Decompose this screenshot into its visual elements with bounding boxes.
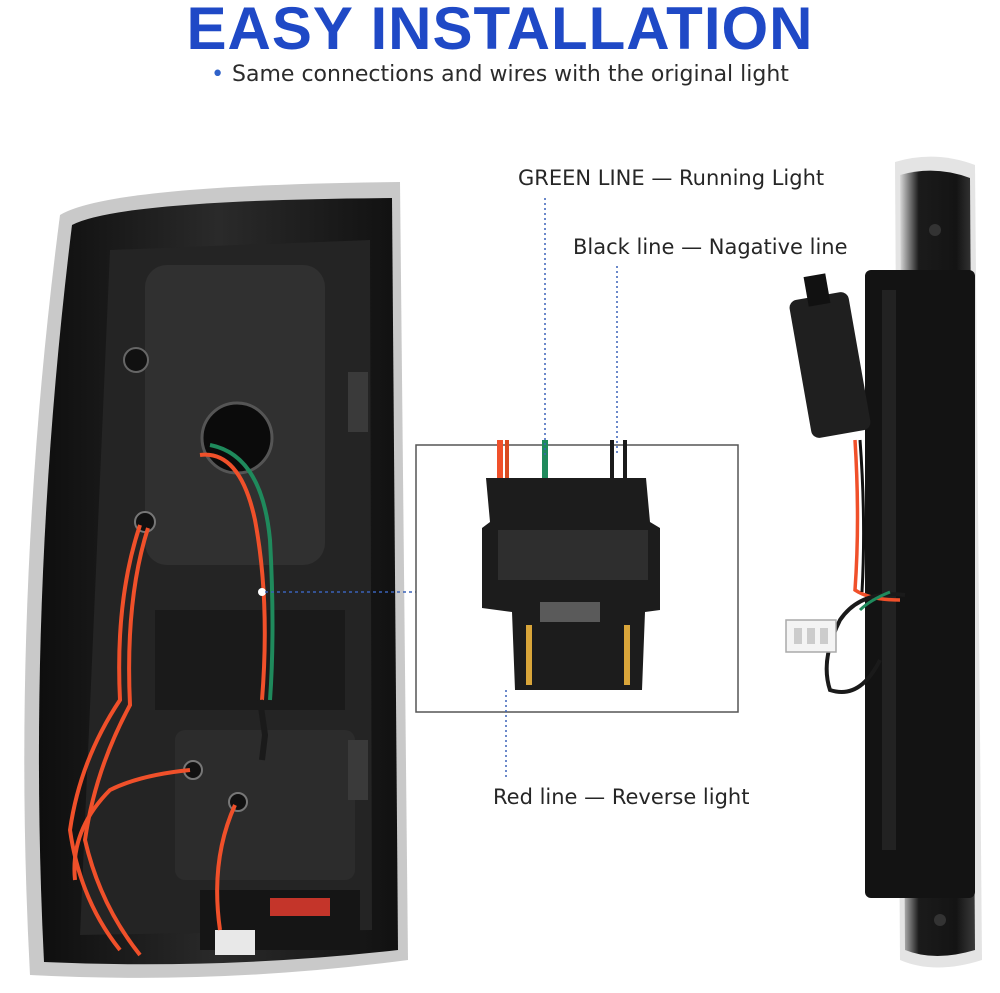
connector-inset <box>415 440 739 713</box>
tail-light-side-view <box>785 156 982 968</box>
page-subtitle: • Same connections and wires with the ori… <box>0 62 1000 87</box>
bullet-icon: • <box>211 62 225 87</box>
page-title: EASY INSTALLATION <box>186 0 814 62</box>
tail-light-housing <box>24 182 409 978</box>
subtitle-text: Same connections and wires with the orig… <box>232 62 789 87</box>
red-line-label: Red line — Reverse light <box>493 785 750 809</box>
green-line-label: GREEN LINE — Running Light <box>518 166 825 190</box>
black-line-label: Black line — Nagative line <box>573 235 848 259</box>
